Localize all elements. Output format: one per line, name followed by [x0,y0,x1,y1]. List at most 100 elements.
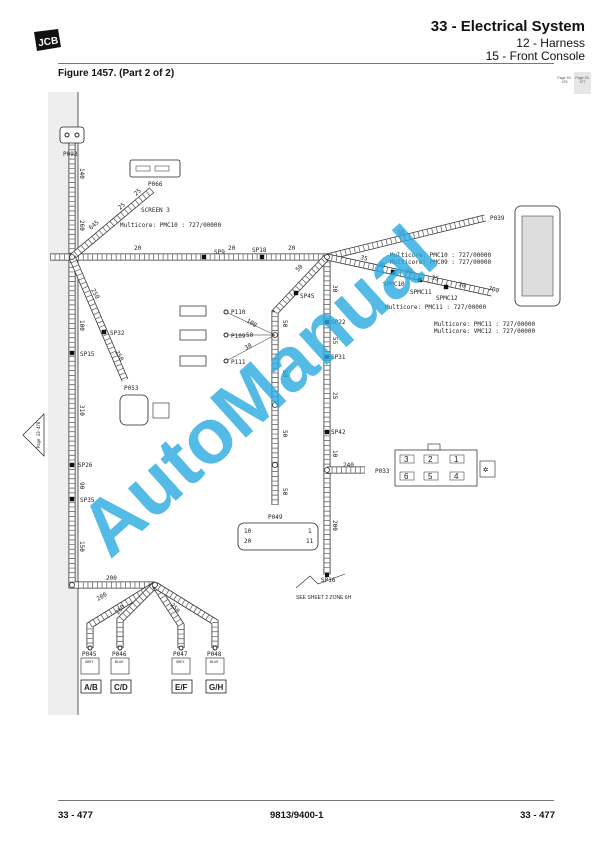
svg-text:P093: P093 [63,151,78,158]
harness-length-label: 200 [96,591,109,603]
footer-page-right: 33 - 477 [520,810,555,821]
svg-text:1: 1 [308,528,312,535]
svg-text:11: 11 [306,538,314,545]
harness-length-label: 100 [78,320,85,331]
svg-text:BLUE: BLUE [210,660,218,664]
pin-label: 5 [428,472,433,481]
harness-length-label: 55 [331,337,338,345]
splice-label: SP18 [252,247,267,254]
harness-length-label: 20 [288,245,296,252]
figure-caption: Figure 1457. (Part 2 of 2) [58,68,175,79]
harness-length-label: 50 [294,263,304,273]
harness-length-label: 50 [281,320,288,328]
harness-note: Multicore: PMC11 : 727/00000 [385,304,487,311]
harness-length-label: 20 [228,245,236,252]
fan-icon [479,460,496,478]
pin-label: 3 [404,455,409,464]
splice-label: SP22 [331,319,346,326]
harness-note: Multicore: PMC10 : 727/00000 [120,222,222,229]
splice-sp16-label: SP16 [321,577,336,584]
harness-length-label: 260 [78,220,85,231]
harness-length-label: 150 [78,541,85,552]
harness-length-label: 240 [343,462,354,469]
svg-text:20: 20 [244,538,252,545]
harness-length-label: 100 [245,318,258,330]
harness-length-label: 30 [244,342,254,352]
header-divider [58,63,554,64]
harness-length-label: 25 [117,201,127,211]
harness-length-label: 645 [88,219,101,232]
connector-label: P048 [207,651,222,658]
page-ref-arrow[interactable]: Page 33-478 [22,413,45,457]
harness-length-label: 35 [404,267,413,276]
harness-length-label: 250 [113,350,125,363]
connector-p093: P093 [59,126,85,158]
harness-length-label: 90 [78,482,85,490]
harness-length-label: 700 [487,285,500,295]
zone-label: C/D [114,683,128,692]
harness-note: Multicore: PMC10 : 727/00000 [390,252,492,259]
harness-note: SCREEN 3 [141,207,170,214]
svg-text:P111: P111 [231,359,246,366]
splice-label: SP35 [80,497,95,504]
splice-label: SP9 [214,249,225,256]
footer-divider [58,800,554,801]
svg-text:JCB: JCB [38,35,59,49]
pin-label: 6 [404,472,409,481]
zone-label-box [80,679,102,694]
pin-label: 1 [454,455,459,464]
page-tab-prev[interactable]: Page 33-478 [557,76,572,84]
harness-length-label: 140 [78,168,85,179]
connector-ecu-large [514,205,561,307]
harness-length-label: 70 [457,281,466,290]
svg-text:P110: P110 [231,309,246,316]
harness-length-label: 35 [430,274,439,283]
connector-p039-label: P039 [490,215,505,222]
splice-label: SPMC11 [410,289,432,296]
section-title: 33 - Electrical System [430,18,585,35]
svg-text:GREY: GREY [85,660,94,664]
harness-length-label: 50 [281,370,288,378]
splice-label: SPMC10 [383,281,405,288]
splice-label: SP15 [80,351,95,358]
svg-text:P053: P053 [124,385,139,392]
svg-text:P109: P109 [231,333,246,340]
pin-label: 4 [454,472,459,481]
harness-note: Multicore: PMC09 : 727/00000 [390,259,492,266]
svg-text:Page 33-478: Page 33-478 [36,421,41,448]
harness-length-label: 35 [359,254,368,263]
zone-label: A/B [84,683,98,692]
svg-text:P049: P049 [268,514,283,521]
svg-text:BLUE: BLUE [115,660,123,664]
connector-label: P045 [82,651,97,658]
connector-p053: P053 [119,385,170,426]
harness-length-label: 50 [246,332,254,339]
connector-p110: P110 [179,305,246,317]
harness-length-label: 25 [133,187,143,197]
see-sheet-note: SEE SHEET 2 ZONE 6H [296,595,352,601]
splice-label: SP31 [331,354,346,361]
zone-label-box [205,679,227,694]
splice-label: SP42 [331,429,346,436]
harness-note: Multicore: VMC12 : 727/00000 [434,328,536,335]
harness-length-label: 250 [89,288,101,301]
harness-length-label: 50 [281,488,288,496]
zone-label-box [171,679,193,694]
zone-label-box [110,679,132,694]
pin-label: 2 [428,455,433,464]
harness-length-label: 20 [134,245,142,252]
harness-length-label: 30 [397,228,406,237]
page-tab-current[interactable]: Page 33-477 [574,72,591,94]
svg-text:P033: P033 [375,468,390,475]
harness-length-label: 310 [78,405,85,416]
zone-label: G/H [209,683,223,692]
footer-doc-number: 9813/9400-1 [270,810,324,821]
harness-length-label: 200 [331,520,338,531]
harness-length-label: 10 [331,450,338,458]
subsubsection-title: 15 - Front Console [485,49,585,63]
subsection-title: 12 - Harness [516,36,585,50]
harness-length-label: 25 [331,392,338,400]
watermark: AutoManual [62,209,453,573]
